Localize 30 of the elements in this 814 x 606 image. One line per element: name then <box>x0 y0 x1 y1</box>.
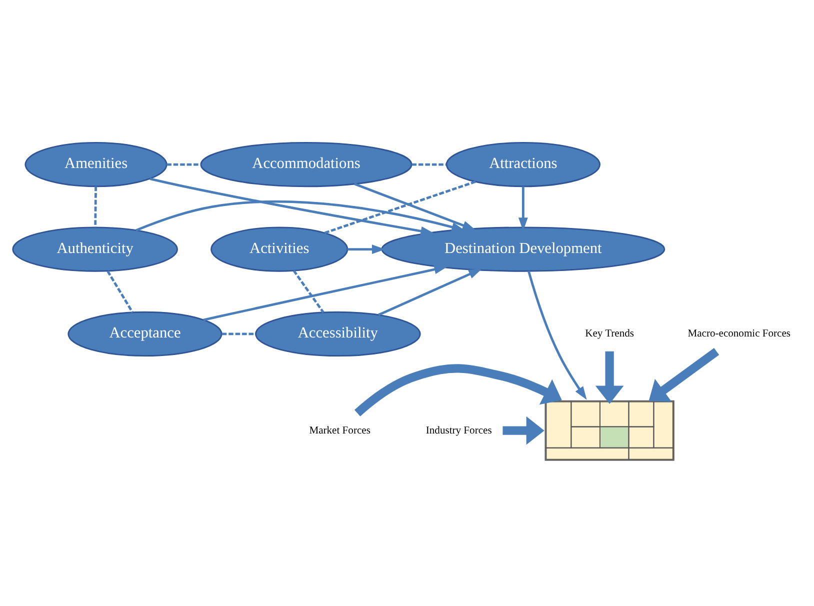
connector <box>106 270 134 313</box>
arrow <box>378 268 482 316</box>
connector <box>94 186 97 227</box>
node-text: Industry Forces <box>426 424 492 436</box>
arrow <box>502 416 544 444</box>
arrow <box>136 200 466 232</box>
node-text: Key Trends <box>585 328 634 340</box>
arrow <box>150 177 434 236</box>
arrow <box>527 270 587 400</box>
arrow <box>203 264 448 321</box>
node-text: Market Forces <box>309 424 370 436</box>
arrow <box>354 182 476 230</box>
connector <box>166 162 201 166</box>
node-ellipse: Amenities <box>24 141 168 187</box>
node-ellipse: Accommodations <box>200 141 412 187</box>
connector <box>222 332 256 335</box>
node-text: Macro-economic Forces <box>688 328 791 340</box>
node-ellipse: Acceptance <box>68 310 222 356</box>
connector <box>412 162 446 166</box>
node-ellipse: Attractions <box>446 141 600 187</box>
connector <box>292 270 324 313</box>
node-ellipse: Authenticity <box>12 226 178 272</box>
arrow <box>595 350 624 404</box>
arrow <box>648 347 720 402</box>
arrow <box>354 364 562 416</box>
node-ellipse: Accessibility <box>255 310 421 356</box>
arrow <box>347 244 386 254</box>
connector <box>324 180 476 234</box>
node-ellipse: Activities <box>210 226 348 272</box>
arrow <box>518 186 528 231</box>
